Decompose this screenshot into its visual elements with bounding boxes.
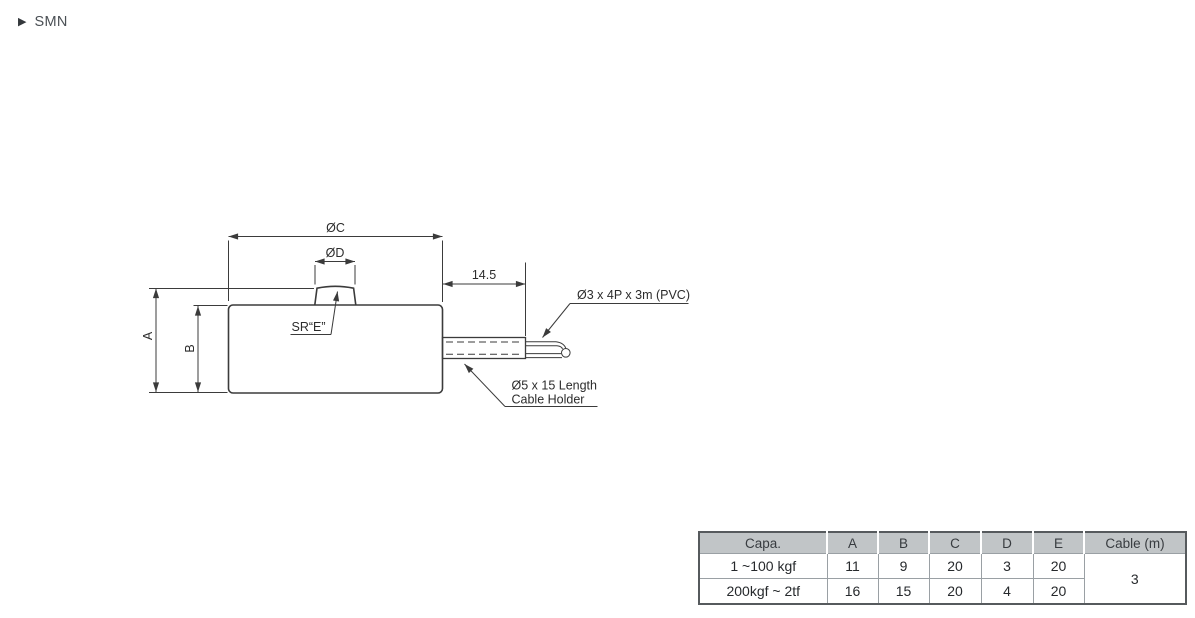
col-header-c: C: [928, 531, 982, 554]
table-row: 1 ~100 kgf 11 9 20 3 20 3: [698, 553, 1187, 605]
cable-spec-callout: Ø3 x 4P x 3m (PVC): [542, 288, 690, 338]
col-header-b: B: [877, 531, 930, 554]
cable-end-loop: [561, 348, 571, 358]
dimension-c: ØC: [228, 221, 443, 302]
table-cell: 15: [877, 578, 930, 605]
table-cell: 4: [980, 578, 1034, 605]
capacity-cell: 200kgf ~ 2tf: [698, 578, 828, 605]
dimension-b: B: [183, 305, 228, 393]
col-header-d: D: [980, 531, 1034, 554]
cable-spec-label: Ø3 x 4P x 3m (PVC): [577, 288, 690, 302]
col-header-e: E: [1032, 531, 1085, 554]
dim-b-label: B: [183, 344, 197, 352]
sphere-radius-label: SR“E”: [292, 320, 326, 334]
holder-spec-callout: Ø5 x 15 Length Cable Holder: [464, 363, 598, 407]
dim-len-label: 14.5: [472, 268, 496, 282]
holder-spec-line2: Cable Holder: [512, 393, 585, 407]
cable-holder: [441, 336, 527, 360]
section-title: SMN: [34, 14, 68, 30]
cable-length-cell: 3: [1083, 553, 1187, 605]
load-cell-body: [227, 304, 444, 394]
capacity-cell: 1 ~100 kgf: [698, 553, 828, 579]
sphere-radius-callout: SR“E”: [290, 291, 340, 335]
section-header: ▶ SMN: [18, 14, 68, 30]
dimension-d: ØD: [314, 246, 356, 285]
table-cell: 20: [928, 553, 982, 579]
table-cell: 3: [980, 553, 1034, 579]
dimension-a: A: [141, 288, 314, 393]
table-cell: 20: [1032, 578, 1085, 605]
dim-d-label: ØD: [326, 246, 345, 260]
col-header-capa: Capa.: [698, 531, 828, 554]
table-row: 200kgf ~ 2tf 16 15 20 4 20: [698, 578, 1186, 605]
table-cell: 11: [826, 553, 879, 579]
table-cell: 16: [826, 578, 879, 605]
spec-table: Capa. A B C D E Cable (m) 1 ~100 kgf 11 …: [698, 531, 1187, 605]
triangle-bullet-icon: ▶: [18, 16, 27, 28]
table-cell: 20: [928, 578, 982, 605]
dimension-holder-length: 14.5: [442, 262, 526, 336]
load-button: [314, 285, 357, 306]
col-header-a: A: [826, 531, 879, 554]
holder-spec-line1: Ø5 x 15 Length: [512, 379, 598, 393]
cable: [525, 341, 571, 359]
table-cell: 20: [1032, 553, 1085, 579]
table-cell: 9: [877, 553, 930, 579]
dim-a-label: A: [141, 331, 155, 340]
col-header-cable: Cable (m): [1083, 531, 1187, 554]
table-header-row: Capa. A B C D E Cable (m): [698, 531, 1187, 554]
dim-c-label: ØC: [326, 221, 345, 235]
